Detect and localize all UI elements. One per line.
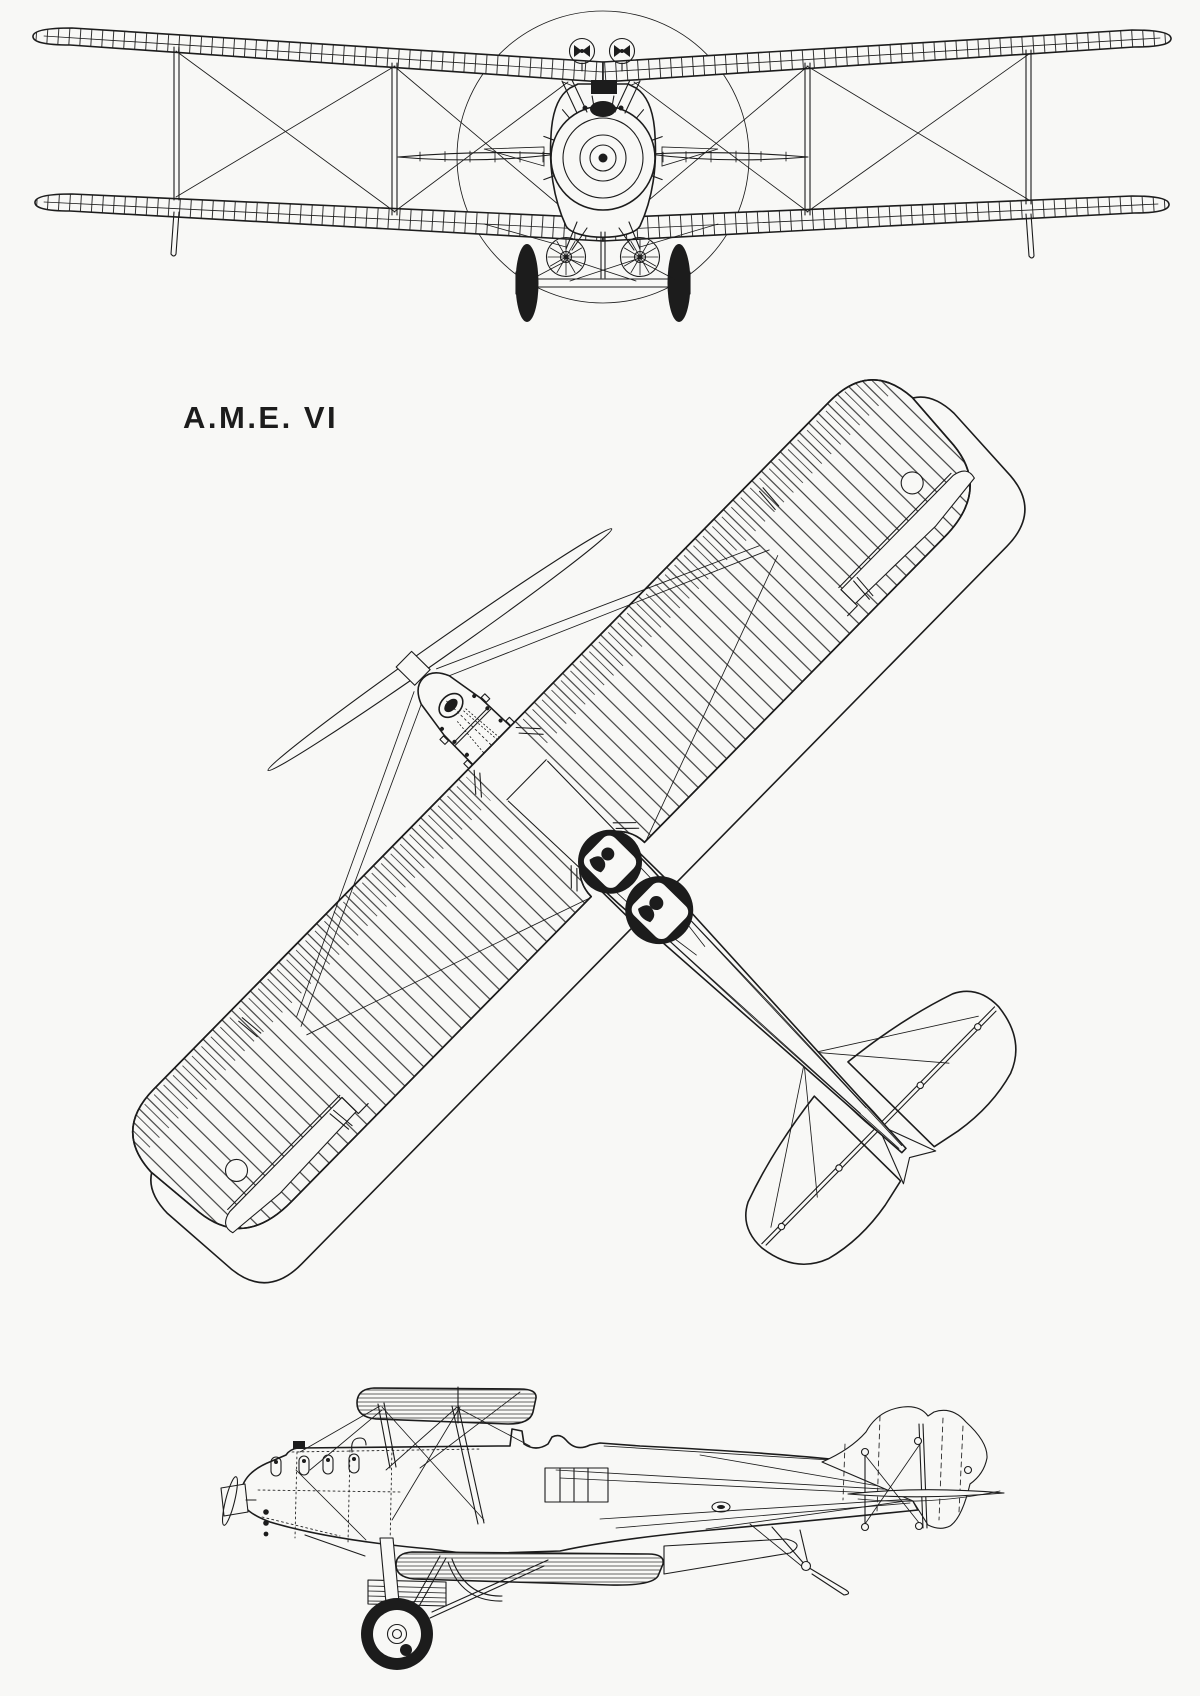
- engine-panel-side: [257, 1437, 481, 1547]
- upper-wing-side: [356, 1386, 537, 1425]
- hub-plate: [395, 650, 431, 686]
- side-louver-panel: [544, 1467, 609, 1503]
- gear-hoop: [447, 1561, 503, 1602]
- tire-left: [515, 244, 539, 322]
- header-tank: [591, 80, 617, 94]
- wingtip-skids: [170, 211, 1035, 259]
- gun-sight: [293, 1441, 305, 1449]
- engine-cowling-front: [543, 95, 663, 211]
- carburetor-intake: [590, 101, 616, 117]
- aileron-right: [838, 470, 975, 617]
- control-cables-side: [555, 1445, 917, 1530]
- propeller-disc: [456, 10, 750, 304]
- intake-scoop: [351, 1437, 367, 1453]
- rigging-wires-plan: [296, 545, 779, 1036]
- upper-wing-front: [32, 27, 1172, 83]
- inspection-hole-right: [900, 471, 924, 495]
- tire-right: [667, 244, 691, 322]
- cowl-opening: [438, 692, 464, 719]
- wheel-front-left: [545, 236, 587, 278]
- wheel-side: [361, 1598, 433, 1670]
- propeller-hub: [598, 153, 608, 163]
- fuselage-side: [239, 1428, 919, 1555]
- fin-rudder-side: [821, 1406, 988, 1529]
- tail-skid: [749, 1523, 850, 1596]
- tail-side: [821, 1406, 1005, 1532]
- front-view: [32, 10, 1172, 322]
- aileron-left: [225, 1094, 369, 1234]
- side-view: [220, 1386, 1005, 1670]
- propeller-plan: [267, 528, 613, 772]
- cockpit-rear: [625, 876, 694, 945]
- interplane-struts-front: [173, 46, 1032, 216]
- inspection-hole-left: [224, 1158, 249, 1183]
- strut-marks-plan: [238, 487, 874, 1130]
- landing-gear-side: [361, 1537, 549, 1670]
- windmill-generator-left: [568, 37, 596, 65]
- plan-view: [111, 358, 1026, 1284]
- spinner-plate: [562, 117, 644, 199]
- cabane-struts-side: [377, 1402, 485, 1525]
- axle: [515, 271, 691, 295]
- landing-gear-front: [515, 221, 691, 322]
- far-lower-wing-side: [663, 1538, 798, 1575]
- footstep: [711, 1501, 731, 1513]
- propeller-side: [220, 1476, 257, 1526]
- title-label: A.M.E. VI: [183, 400, 339, 435]
- cabane-struts-front: [561, 79, 641, 114]
- pilot-figure-rear: [649, 896, 664, 911]
- lower-wing-front: [34, 193, 1170, 242]
- pilot-figure-front: [601, 847, 615, 861]
- elevator-side: [857, 1490, 1001, 1502]
- wheel-front-right: [619, 236, 661, 278]
- fuselage-front: [543, 37, 663, 239]
- windmill-generator-right: [608, 37, 636, 65]
- cockpit-front: [578, 829, 643, 894]
- tail-bracing-wires: [770, 1015, 979, 1228]
- cabane-wires-side: [299, 1391, 531, 1521]
